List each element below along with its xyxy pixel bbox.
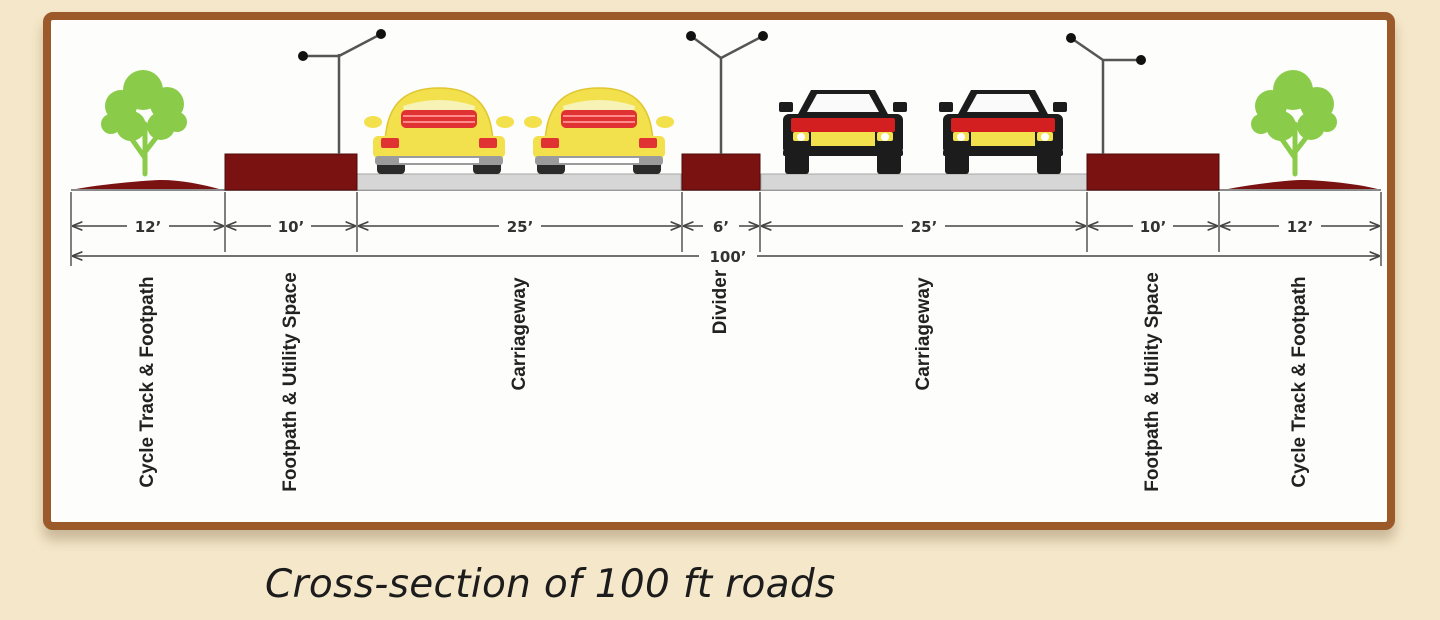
right-carriageway-road xyxy=(760,173,1088,191)
width-label: 12’ xyxy=(135,218,162,236)
left-carriageway-road xyxy=(356,173,682,191)
left-verge-mound xyxy=(71,180,223,190)
segment-label-carriageway-left: Carriageway xyxy=(509,277,530,390)
street-light-divider-icon xyxy=(690,34,764,154)
figure-caption: Cross-section of 100 ft roads xyxy=(265,562,836,607)
yellow-car-1-icon xyxy=(363,87,515,175)
dimension-ticks xyxy=(70,192,1382,266)
total-width-label: 100’ xyxy=(709,248,746,266)
width-label: 10’ xyxy=(278,218,305,236)
tree-left-icon xyxy=(101,70,187,174)
red-car-2-icon xyxy=(939,90,1067,174)
segment-label-footpath-left: Footpath & Utility Space xyxy=(280,272,301,492)
right-verge-mound xyxy=(1223,180,1381,190)
segment-label-footpath-right: Footpath & Utility Space xyxy=(1142,272,1163,492)
yellow-car-2-icon xyxy=(523,87,675,175)
red-car-1-icon xyxy=(779,90,907,174)
width-label: 12’ xyxy=(1287,218,1314,236)
segment-label-carriageway-right: Carriageway xyxy=(913,277,934,390)
street-light-right-icon xyxy=(1070,36,1141,154)
width-label: 25’ xyxy=(507,218,534,236)
road-cross-section: 12’ 10’ 25’ 6’ 25’ 10’ 12’ 100’ Cycle Tr… xyxy=(70,29,1382,492)
street-light-left-icon xyxy=(303,32,382,154)
divider-block xyxy=(681,153,761,191)
segment-label-divider: Divider xyxy=(710,269,731,334)
segment-label-cycle-track-left: Cycle Track & Footpath xyxy=(137,276,158,487)
width-label: 25’ xyxy=(911,218,938,236)
width-label: 6’ xyxy=(713,218,729,236)
tree-right-icon xyxy=(1251,70,1337,174)
left-footpath-block xyxy=(224,153,358,191)
segment-label-cycle-track-right: Cycle Track & Footpath xyxy=(1289,276,1310,487)
diagram-frame: 12’ 10’ 25’ 6’ 25’ 10’ 12’ 100’ Cycle Tr… xyxy=(43,12,1395,530)
width-label: 10’ xyxy=(1140,218,1167,236)
right-footpath-block xyxy=(1086,153,1220,191)
